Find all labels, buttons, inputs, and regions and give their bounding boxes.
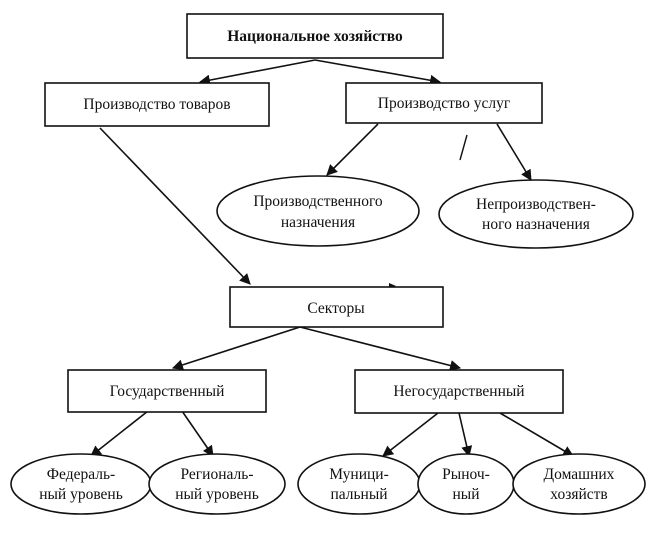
- node-services-production: Производство услуг: [345, 82, 543, 124]
- node-municipal-line2: пальный: [330, 486, 387, 503]
- node-national-economy-label: Национальное хозяйство: [227, 28, 403, 45]
- node-national-economy: Национальное хозяйство: [186, 13, 444, 59]
- node-federal-level-line2: ный уровень: [39, 486, 123, 503]
- node-nonproductive-purpose-line2: ного назначения: [482, 216, 590, 233]
- stray-mark-line: [459, 134, 468, 161]
- edge-national-to-goods: [198, 59, 316, 86]
- node-nonproductive-purpose-line1: Непроизводствен-: [476, 196, 596, 213]
- edge-nonstate-to-market: [458, 412, 473, 458]
- node-non-state: Негосударственный: [354, 369, 564, 414]
- edge-national-to-services: [314, 59, 442, 86]
- node-market-line2: ный: [452, 486, 479, 503]
- node-households: Домашних хозяйств: [512, 453, 646, 515]
- node-regional-level: Региональ- ный уровень: [148, 453, 286, 515]
- edge-sectors-to-state: [171, 326, 301, 371]
- node-federal-level-line1: Федераль-: [47, 466, 115, 483]
- edge-state-to-regional: [181, 410, 214, 457]
- node-state: Государственный: [67, 369, 267, 413]
- node-goods-production: Производство товаров: [44, 82, 270, 127]
- node-productive-purpose-line1: Производственного: [253, 193, 383, 210]
- node-nonproductive-purpose: Непроизводствен- ного назначения: [438, 179, 634, 249]
- node-productive-purpose-line2: назначения: [281, 214, 355, 231]
- node-market-line1: Рыноч-: [442, 466, 490, 483]
- node-regional-level-line1: Региональ-: [181, 466, 254, 483]
- node-municipal: Муници- пальный: [297, 453, 421, 515]
- node-households-line1: Домашних: [544, 466, 615, 483]
- edge-services-to-nonproductive: [496, 123, 532, 181]
- node-market: Рыноч- ный: [417, 453, 515, 515]
- node-sectors-label: Секторы: [307, 300, 365, 317]
- edge-nonstate-to-municipal: [382, 412, 439, 457]
- node-municipal-line1: Муници-: [329, 466, 389, 483]
- edge-goods-to-sectors: [99, 127, 251, 285]
- node-non-state-label: Негосударственный: [393, 383, 524, 400]
- node-federal-level: Федераль- ный уровень: [10, 453, 152, 515]
- node-sectors: Секторы: [229, 286, 444, 328]
- node-state-label: Государственный: [110, 383, 225, 400]
- edge-services-to-productive: [326, 123, 379, 176]
- node-households-line2: хозяйств: [550, 486, 607, 503]
- node-productive-purpose: Производственного назначения: [216, 175, 420, 247]
- node-goods-production-label: Производство товаров: [83, 96, 230, 113]
- node-regional-level-line2: ный уровень: [175, 486, 259, 503]
- node-services-production-label: Производство услуг: [378, 95, 510, 112]
- edge-sectors-to-nonstate: [299, 326, 462, 371]
- edge-nonstate-to-households: [499, 412, 574, 457]
- edge-state-to-federal: [90, 410, 149, 457]
